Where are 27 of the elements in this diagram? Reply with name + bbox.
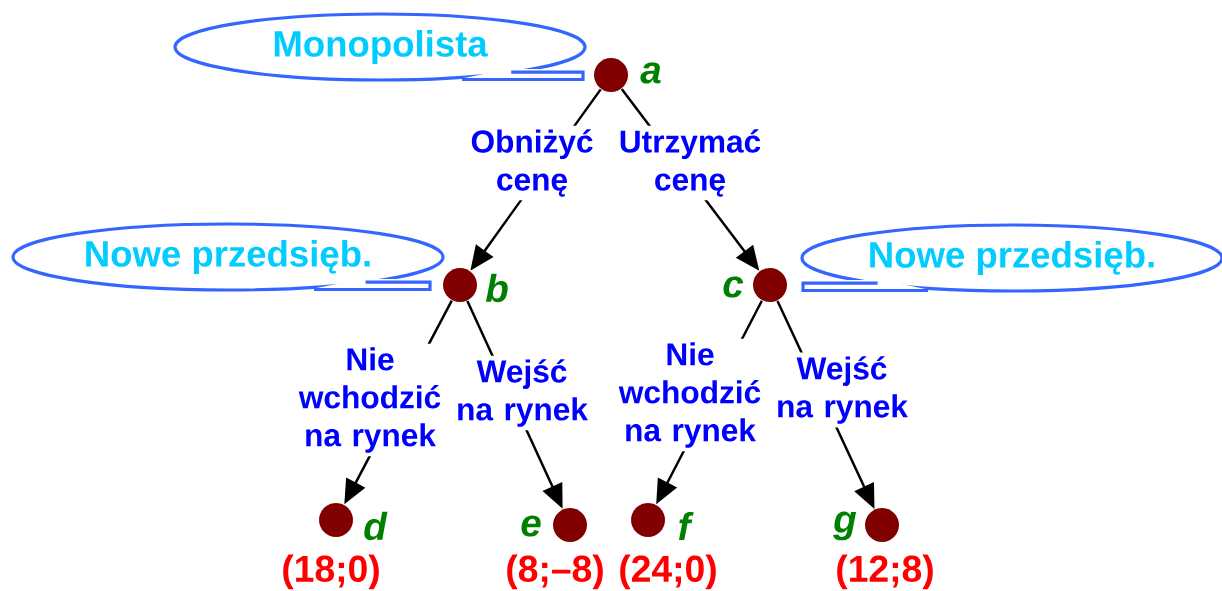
edge-label: Utrzymać cenę	[611, 125, 769, 201]
game-node	[865, 508, 899, 542]
edge-label: Obniżyć cenę	[463, 125, 601, 201]
node-letter: d	[364, 511, 388, 541]
node-letter: b	[485, 273, 508, 303]
node-letter: a	[640, 62, 661, 84]
game-node	[553, 508, 587, 542]
speech-bubble: Monopolista	[173, 12, 587, 82]
node-letter: f	[678, 512, 694, 540]
payoff-label: (8;–8)	[507, 554, 603, 590]
node-letter: g	[833, 511, 857, 541]
edge-label: Wejść na rynek	[768, 352, 916, 428]
edge-label: Nie wchodzić na rynek	[606, 338, 774, 452]
game-node	[443, 268, 477, 302]
payoff-label: (12;8)	[837, 554, 933, 590]
speech-bubble: Nowe przedsięb.	[11, 222, 445, 292]
speech-bubble: Nowe przedsięb.	[800, 223, 1222, 293]
edge-label: Wejść na rynek	[448, 355, 596, 431]
game-node	[631, 503, 665, 537]
game-node	[319, 503, 353, 537]
payoff-label: (18;0)	[283, 554, 379, 590]
payoff-label: (24;0)	[620, 554, 716, 590]
game-node	[594, 58, 628, 92]
game-node	[753, 268, 787, 302]
node-letter: e	[521, 515, 541, 537]
node-letter: c	[723, 276, 744, 298]
edge-label: Nie wchodzić na rynek	[286, 343, 454, 457]
